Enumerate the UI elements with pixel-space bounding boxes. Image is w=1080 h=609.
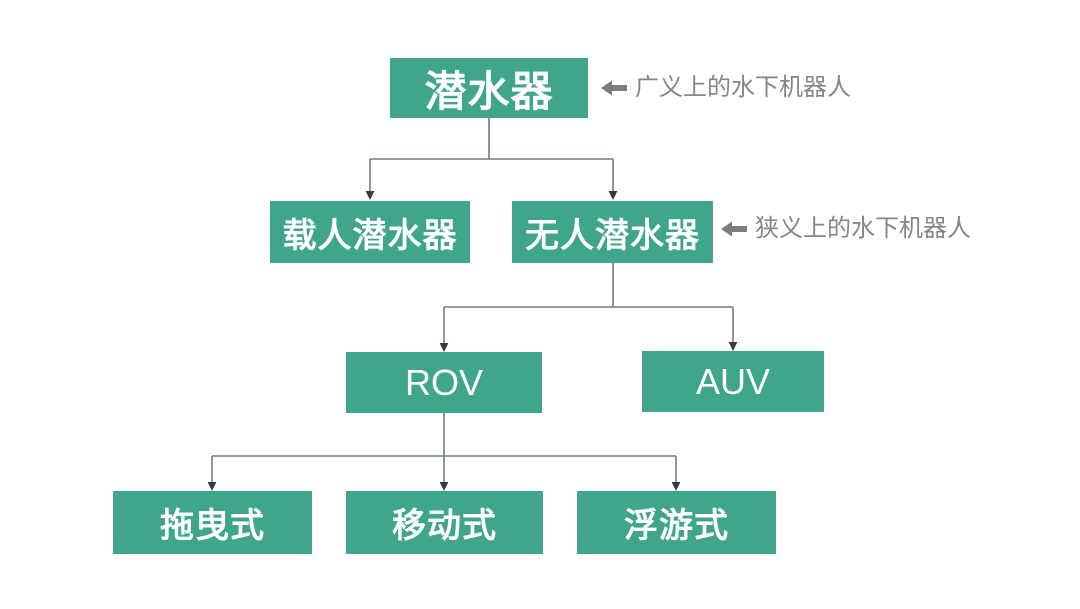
arrowhead-icon: [439, 343, 449, 352]
left-arrow-icon: [601, 80, 627, 96]
node-auv: AUV: [642, 351, 824, 412]
arrowhead-icon: [608, 191, 618, 200]
annotation-broad-sense-label: 广义上的水下机器人: [635, 74, 851, 101]
annotation-narrow-sense-label: 狭义上的水下机器人: [755, 215, 971, 242]
annotation-narrow-sense: 狭义上的水下机器人: [721, 215, 971, 243]
node-rov: ROV: [346, 352, 542, 413]
edge-group-submersible-children: [365, 118, 618, 200]
arrowhead-icon: [728, 342, 738, 351]
arrowhead-icon: [365, 191, 375, 200]
left-arrow-icon: [721, 221, 747, 237]
arrowhead-icon: [207, 482, 217, 491]
node-unmanned-submersible: 无人潜水器: [512, 201, 713, 263]
node-mobile-type: 移动式: [346, 491, 543, 554]
node-floating-type: 浮游式: [577, 491, 776, 554]
edge-group-unmanned-children: [439, 263, 738, 352]
edge-group-rov-children: [207, 413, 681, 491]
node-submersible: 潜水器: [390, 58, 588, 118]
annotation-broad-sense: 广义上的水下机器人: [601, 74, 851, 102]
node-manned-submersible: 载人潜水器: [270, 201, 470, 263]
arrowhead-icon: [439, 482, 449, 491]
arrowhead-icon: [671, 482, 681, 491]
node-towed-type: 拖曳式: [113, 491, 312, 554]
